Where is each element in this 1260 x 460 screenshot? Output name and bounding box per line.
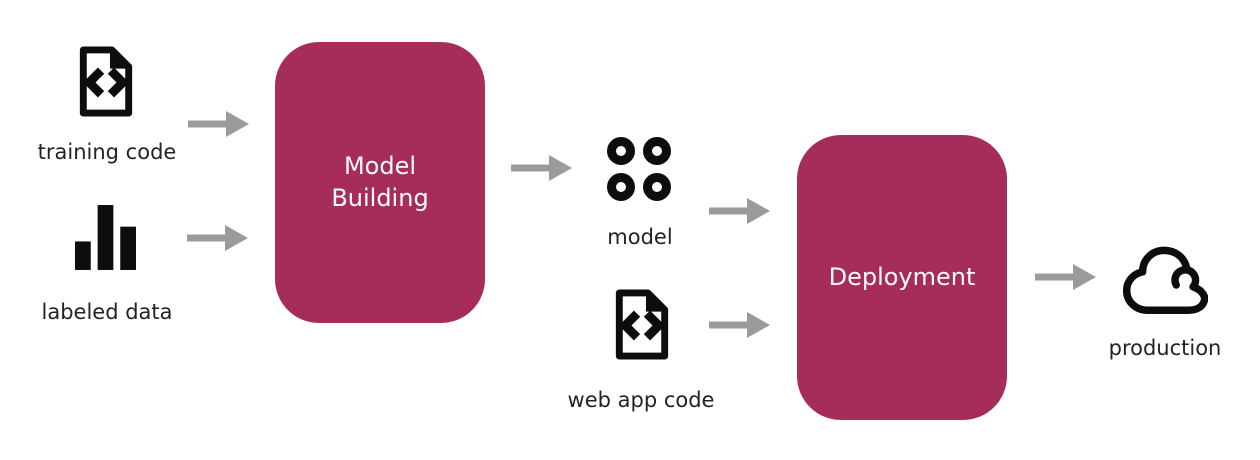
model-label: model [607, 225, 673, 249]
training-code-label: training code [37, 140, 177, 164]
deployment-label: Deployment [828, 262, 976, 291]
arrow-labeled-data-to-model-building [187, 222, 249, 254]
model-building-label: Model Building [331, 152, 429, 212]
deployment-box: Deployment [797, 135, 1007, 420]
arrow-model-to-deployment [709, 195, 771, 227]
production-label: production [1108, 336, 1222, 360]
arrow-deployment-to-production [1035, 261, 1097, 293]
arrow-web-app-code-to-deployment [709, 309, 771, 341]
arrow-model-building-to-model [511, 152, 573, 184]
arrow-training-code-to-model-building [188, 108, 250, 140]
labeled-data-label: labeled data [41, 300, 173, 324]
web-app-code-label: web app code [567, 388, 715, 412]
code-file-icon [610, 288, 674, 361]
model-building-box: Model Building [275, 42, 485, 323]
code-file-icon [74, 45, 138, 118]
bar-chart-icon [75, 205, 136, 270]
cloud-icon [1122, 241, 1208, 314]
four-rings-icon [607, 137, 671, 201]
